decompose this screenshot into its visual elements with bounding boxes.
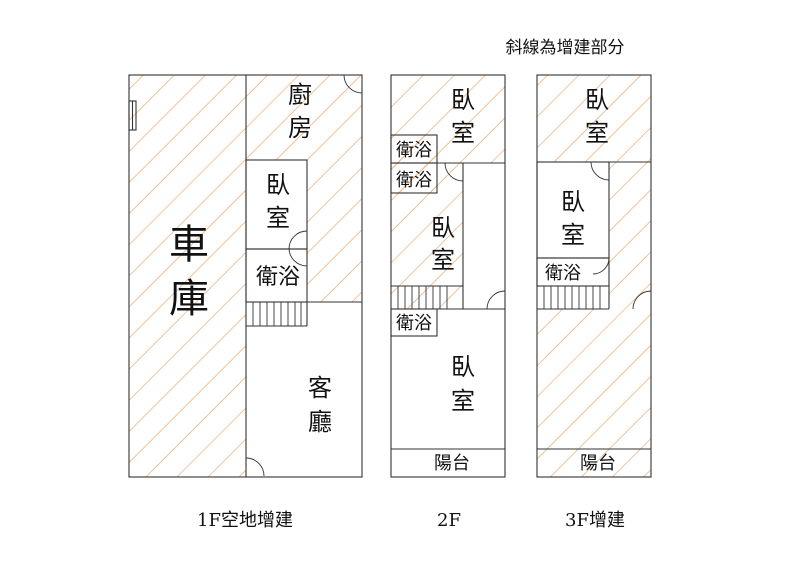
2f-bath-3-label: 衛浴 [396, 313, 432, 334]
2f-balcony-label: 陽台 [434, 453, 470, 474]
2f-mid-bedroom-label-2: 室 [431, 246, 455, 274]
2f-caption: 2F [437, 510, 461, 531]
1f-living-door [245, 457, 265, 477]
3f-stairs [543, 286, 601, 309]
1f-kitchen-label-2: 房 [288, 114, 312, 142]
2f-bath-2-wall [390, 162, 438, 194]
1f-caption: 1F空地增建 [197, 510, 293, 531]
2f-bath-1-label: 衛浴 [396, 140, 432, 161]
2f-outer-wall [390, 74, 506, 478]
floor-2f: 臥 室 衛浴 衛浴 臥 室 衛浴 臥 室 陽台 2F [390, 74, 506, 531]
3f-lower-door [632, 290, 652, 310]
1f-living-label-1: 客 [308, 374, 332, 402]
1f-hatch-side [307, 160, 362, 302]
1f-living-label-2: 廳 [308, 408, 332, 436]
3f-bathroom-label: 衛浴 [545, 263, 581, 284]
3f-bathroom-wall [536, 257, 610, 287]
3f-mid-bedroom-label-2: 室 [561, 221, 585, 249]
2f-lower-door [486, 290, 506, 310]
2f-top-bedroom-label-1: 臥 [451, 86, 475, 114]
3f-hatch-top [537, 75, 651, 162]
1f-bedroom-label-1: 臥 [266, 171, 290, 199]
2f-bath-2-label: 衛浴 [396, 170, 432, 191]
3f-top-bedroom-label-1: 臥 [585, 86, 609, 114]
1f-kitchen-door [343, 74, 363, 94]
3f-hatch-bottom [537, 309, 651, 477]
2f-top-bedroom-label-2: 室 [451, 119, 475, 147]
2f-stairs [397, 286, 448, 309]
1f-stairs [252, 302, 302, 326]
3f-top-door [590, 161, 610, 181]
1f-bathroom-door [288, 247, 308, 267]
1f-kitchen-label-1: 廚 [288, 81, 312, 109]
2f-hatch-mid [391, 163, 463, 309]
2f-bottom-bedroom-label-1: 臥 [451, 353, 475, 381]
1f-bedroom-door [288, 230, 308, 250]
floor-3f: 臥 室 臥 室 衛浴 陽台 3F增建 [536, 74, 652, 531]
3f-caption: 3F增建 [565, 510, 625, 531]
1f-garage-label-2: 庫 [169, 276, 209, 322]
1f-hatch-kitchen [246, 75, 362, 160]
3f-top-bedroom-label-2: 室 [585, 119, 609, 147]
floor-1f: 車 庫 廚 房 臥 室 衛浴 客 廳 1F空地增建 [128, 74, 363, 531]
2f-bottom-bedroom-label-2: 室 [451, 387, 475, 415]
2f-bath-3-wall [390, 308, 438, 337]
2f-hatch-bath-1 [391, 135, 437, 163]
3f-hatch-right [609, 162, 651, 309]
3f-bathroom-door [592, 257, 610, 275]
1f-garage-label-1: 車 [169, 222, 209, 268]
2f-top-door [444, 162, 464, 182]
1f-bedroom-label-2: 室 [266, 204, 290, 232]
1f-bathroom-label: 衛浴 [256, 265, 300, 290]
1f-hatch-garage [129, 75, 246, 477]
3f-mid-bedroom-label-1: 臥 [561, 188, 585, 216]
legend-note: 斜線為增建部分 [506, 38, 625, 58]
2f-mid-bedroom-label-1: 臥 [431, 214, 455, 242]
3f-balcony-label: 陽台 [580, 453, 616, 474]
